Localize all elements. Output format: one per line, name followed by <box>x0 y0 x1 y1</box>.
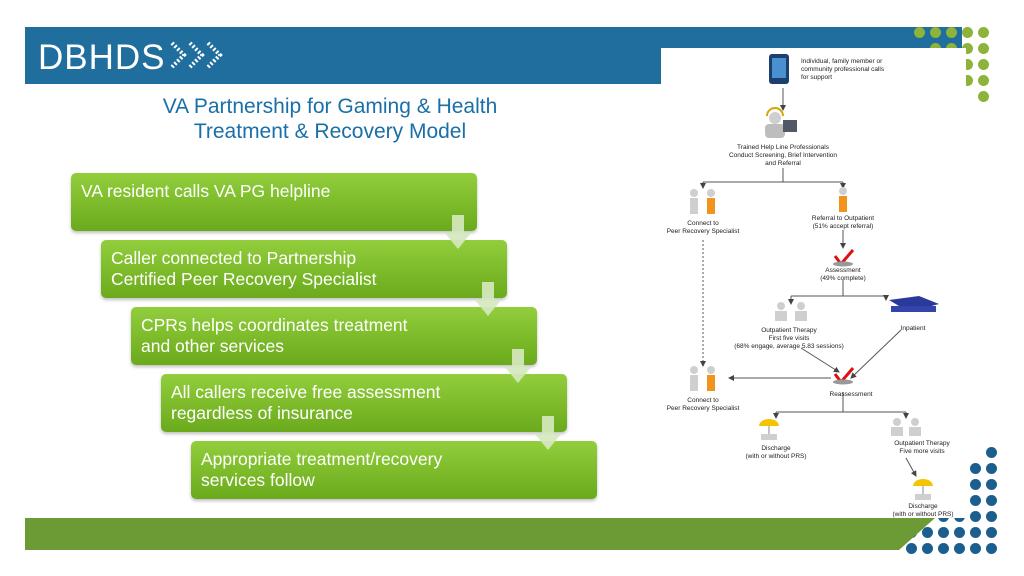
step-1-line-1: VA resident calls VA PG helpline <box>81 181 331 201</box>
step-5-line-1: Appropriate treatment/recovery <box>201 449 443 469</box>
title-line-1: VA Partnership for Gaming & Health <box>162 95 498 118</box>
step-4-line-1: All callers receive free assessment <box>171 382 441 402</box>
connect1-line-2: Peer Recovery Specialist <box>667 228 740 235</box>
peer-handshake-icon <box>690 366 715 391</box>
start-line-3: for support <box>801 74 832 81</box>
person-referral-icon <box>839 187 847 212</box>
peer-handshake-icon <box>690 189 715 214</box>
step-1-box: VA resident calls VA PG helpline <box>71 173 477 231</box>
start-line-1: Individual, family member or <box>801 58 883 65</box>
down-arrow-icon <box>475 282 501 316</box>
therapy-session-icon <box>891 418 921 436</box>
reassessment-line-1: Reassessment <box>830 391 873 398</box>
step-4-line-2: regardless of insurance <box>171 403 353 423</box>
umbrella-person-icon <box>759 419 779 440</box>
logo-chevrons-icon <box>170 41 223 69</box>
flowchart-panel: Individual, family member or community p… <box>661 48 966 518</box>
outpatient-line-2: First five visits <box>769 335 811 342</box>
step-5-line-2: services follow <box>201 470 315 490</box>
umbrella-person-icon <box>913 479 933 500</box>
down-arrow-icon <box>505 349 531 383</box>
step-4-box: All callers receive free assessment rega… <box>161 374 567 432</box>
outpatient-line-3: (68% engage, average 5.83 sessions) <box>734 343 844 350</box>
checkmark-icon <box>833 367 855 385</box>
discharge1-line-2: (with or without PRS) <box>745 453 806 460</box>
hospital-bed-icon <box>889 296 939 312</box>
down-arrow-icon <box>445 215 471 249</box>
assessment-line-1: Assessment <box>825 267 861 274</box>
discharge2-line-2: (with or without PRS) <box>892 511 953 518</box>
flowchart-diagram: Individual, family member or community p… <box>667 54 954 518</box>
referral-line-2: (51% accept referral) <box>813 223 874 230</box>
footer-bar <box>25 518 899 550</box>
footer-bar-notch <box>899 518 935 550</box>
connect2-line-1: Connect to <box>687 397 719 404</box>
page-title: VA Partnership for Gaming & Health Treat… <box>120 94 540 144</box>
logo-text: DBHDS <box>38 38 166 77</box>
start-line-2: community professional calls <box>801 66 885 73</box>
referral-line-1: Referral to Outpatient <box>812 215 874 222</box>
outpatient2-line-2: Five more visits <box>899 448 945 455</box>
therapy-session-icon <box>775 302 807 321</box>
discharge1-line-1: Discharge <box>761 445 791 452</box>
inpatient-line-1: Inpatient <box>901 325 926 332</box>
step-2-line-2: Certified Peer Recovery Specialist <box>111 269 377 289</box>
down-arrow-icon <box>535 416 561 450</box>
helpline-line-3: and Referral <box>765 160 801 167</box>
connect1-line-1: Connect to <box>687 220 719 227</box>
outpatient-line-1: Outpatient Therapy <box>761 327 817 334</box>
step-3-box: CPRs helps coordinates treatment and oth… <box>131 307 537 365</box>
step-2-line-1: Caller connected to Partnership <box>111 248 357 268</box>
step-2-box: Caller connected to Partnership Certifie… <box>101 240 507 298</box>
connect2-line-2: Peer Recovery Specialist <box>667 405 740 412</box>
step-3-line-1: CPRs helps coordinates treatment <box>141 315 408 335</box>
operator-icon <box>765 107 797 138</box>
helpline-line-2: Conduct Screening, Brief Intervention <box>729 152 837 159</box>
discharge2-line-1: Discharge <box>908 503 938 510</box>
title-line-2: Treatment & Recovery Model <box>193 120 467 143</box>
step-3-line-2: and other services <box>141 336 284 356</box>
assessment-line-2: (49% complete) <box>820 275 866 282</box>
helpline-line-1: Trained Help Line Professionals <box>737 144 830 151</box>
outpatient2-line-1: Outpatient Therapy <box>894 440 950 447</box>
phone-icon <box>769 54 789 84</box>
checkmark-icon <box>833 249 855 267</box>
step-5-box: Appropriate treatment/recovery services … <box>191 441 597 499</box>
